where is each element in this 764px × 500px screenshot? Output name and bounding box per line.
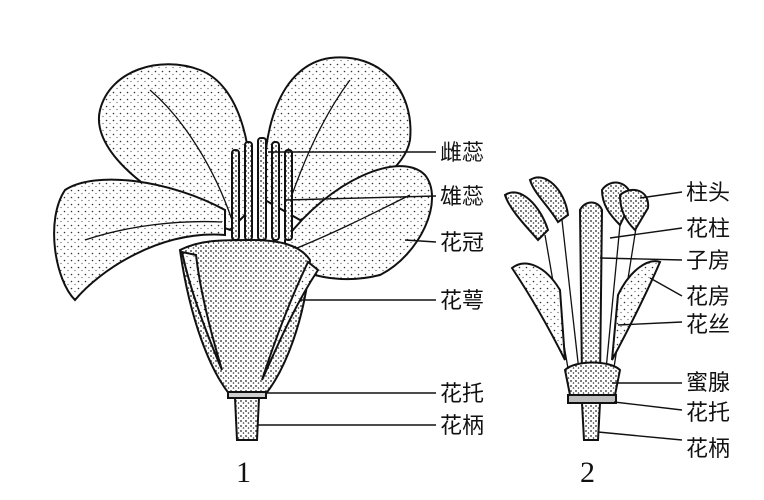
label-stamen: 雄蕊 (440, 185, 484, 210)
figure-2-number: 2 (580, 456, 595, 489)
label-pedicel-2: 花柄 (686, 437, 730, 462)
label-style: 花柱 (686, 217, 730, 242)
receptacle-2 (567, 394, 617, 404)
label-stigma: 柱头 (686, 181, 730, 206)
pedicel-1 (233, 397, 261, 441)
sepal-left (180, 250, 223, 371)
label-corolla: 花冠 (440, 231, 484, 256)
label-receptacle-1: 花托 (440, 382, 484, 407)
label-ovary: 子房 (686, 249, 730, 274)
sepal-right (261, 260, 320, 381)
flower-1-illustration (53, 56, 434, 441)
label-nectary: 蜜腺 (686, 371, 730, 396)
figure-1-leaders (258, 151, 437, 426)
figure-2-leaders (597, 191, 683, 441)
label-calyx: 花萼 (440, 289, 484, 314)
petal-left-back (97, 63, 252, 232)
figure-1-number: 1 (236, 456, 251, 489)
pedicel-2 (580, 402, 602, 441)
label-anther: 花房 (686, 285, 730, 310)
label-receptacle-2: 花托 (686, 401, 730, 426)
flower-2-illustration (503, 176, 662, 441)
petal-left-front (53, 178, 226, 302)
label-pistil: 雌蕊 (440, 141, 484, 166)
label-filament: 花丝 (686, 313, 730, 338)
petal-right-front (284, 165, 434, 281)
calyx-cup (178, 238, 312, 396)
label-pedicel-1: 花柄 (440, 414, 484, 439)
nectary-base (563, 361, 622, 396)
pistil-column (578, 201, 604, 381)
